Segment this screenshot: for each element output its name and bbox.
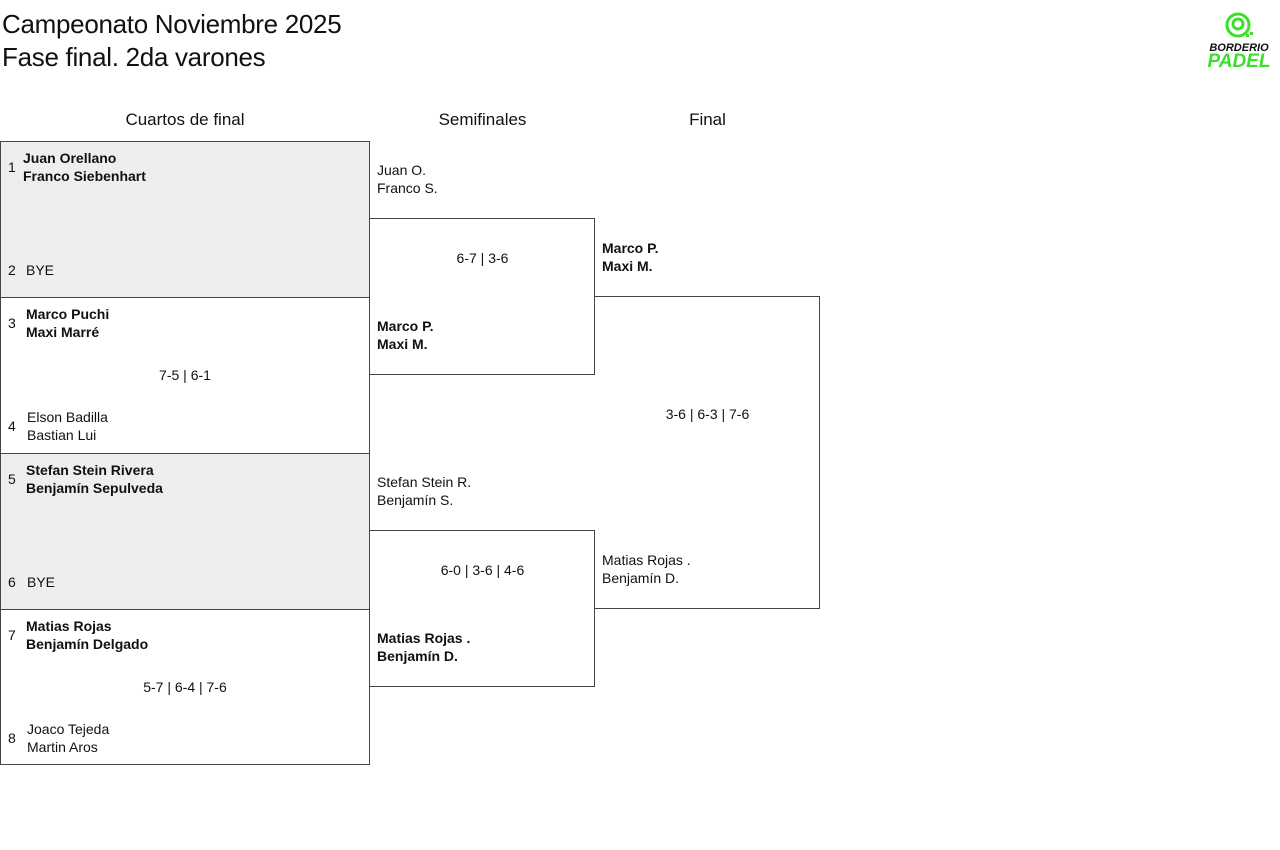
padel-ball-icon: [1225, 12, 1253, 38]
match-qf-3[interactable]: [0, 453, 370, 610]
team-name: Marco P.Maxi M.: [602, 240, 659, 274]
round-header-final: Final: [689, 110, 726, 129]
page-subtitle: Fase final. 2da varones: [2, 42, 266, 72]
match-score: 5-7 | 6-4 | 7-6: [143, 679, 227, 695]
team-name: Stefan Stein R.Benjamín S.: [377, 474, 472, 508]
team-name: Matias Rojas .Benjamín D.: [602, 552, 691, 586]
match-qf-1[interactable]: [0, 141, 370, 298]
match-score: 3-6 | 6-3 | 7-6: [665, 406, 750, 422]
seed: 1: [8, 159, 16, 175]
team-name: Juan O.Franco S.: [377, 162, 438, 196]
match-final[interactable]: [594, 296, 820, 609]
seed: 5: [8, 471, 16, 487]
match-qf-4[interactable]: [0, 609, 370, 765]
team-name: BYE: [26, 262, 55, 278]
seed: 6: [8, 574, 16, 590]
match-score: 6-7 | 3-6: [456, 250, 509, 266]
seed: 4: [8, 418, 16, 434]
logo-text-borderio: BORDERIO: [1209, 42, 1269, 54]
seed: 3: [8, 315, 16, 331]
seed: 7: [8, 627, 16, 643]
seed: 2: [8, 262, 16, 278]
brand-logo: [1200, 12, 1278, 72]
team-name: BYE: [27, 574, 56, 590]
match-score: 6-0 | 3-6 | 4-6: [440, 562, 525, 578]
match-score: 7-5 | 6-1: [159, 367, 211, 383]
page-title: Campeonato Noviembre 2025: [2, 9, 342, 39]
round-header-quarterfinals: Cuartos de final: [125, 110, 245, 129]
team-name: Matias Rojas .Benjamín D.: [377, 630, 471, 664]
logo-text-padel: PADEL: [1207, 51, 1271, 72]
round-header-semifinals: Semifinales: [438, 110, 527, 129]
seed: 8: [8, 730, 16, 746]
team-name: Marco P.Maxi M.: [377, 318, 434, 352]
